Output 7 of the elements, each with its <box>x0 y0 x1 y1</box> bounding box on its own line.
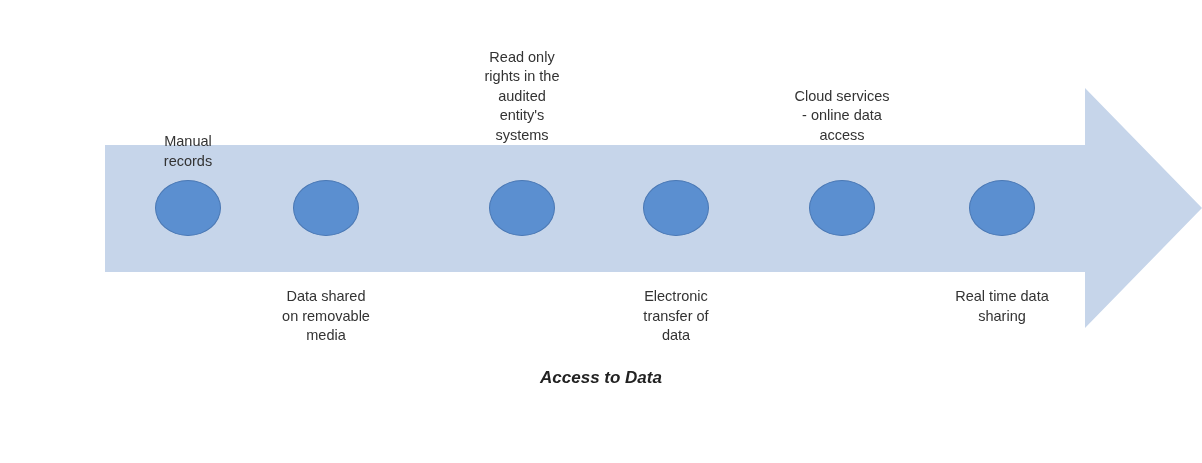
caption: Access to Data <box>539 368 663 388</box>
milestone-label: Read only rights in the audited entity's systems <box>483 47 561 145</box>
milestone-label: Real time data sharing <box>954 287 1050 326</box>
milestone-label: Electronic transfer of data <box>642 287 710 345</box>
milestone-label: Cloud services - online data access <box>794 86 890 145</box>
milestone-label: Manual records <box>162 132 214 171</box>
milestone-label: Data shared on removable media <box>281 287 371 345</box>
